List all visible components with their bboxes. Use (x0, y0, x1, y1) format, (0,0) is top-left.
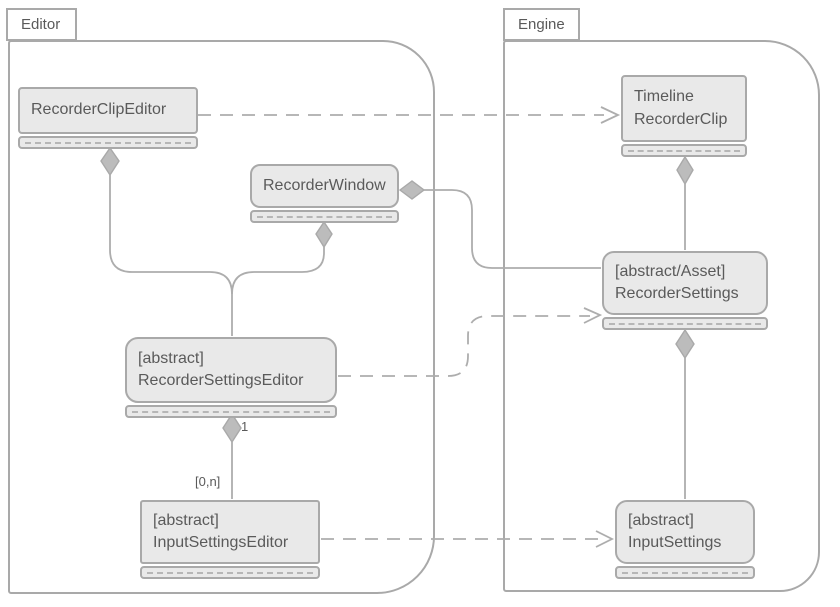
class-name-line: RecorderClipEditor (31, 101, 167, 119)
compartment-divider (147, 571, 313, 574)
compartment-divider (628, 149, 740, 152)
class-compartment (615, 566, 755, 579)
class-recorder-settings: [abstract/Asset] RecorderSettings (602, 251, 768, 330)
open-arrow-icon (600, 106, 621, 124)
class-name-line: Timeline (634, 88, 694, 106)
class-name-line: RecorderSettings (615, 285, 739, 302)
class-compartment (125, 405, 337, 418)
class-compartment (140, 566, 320, 579)
multiplicity-label-one: 1 (241, 419, 249, 434)
class-compartment (621, 144, 747, 157)
multiplicity-label-zero-n: [0,n] (195, 474, 221, 489)
class-name-line: [abstract] (138, 349, 204, 367)
class-recorder-window: RecorderWindow (250, 164, 399, 223)
compartment-divider (609, 322, 761, 325)
package-editor-frame (8, 40, 435, 594)
package-editor-tab: Editor (6, 8, 77, 41)
package-engine-label: Engine (518, 16, 565, 33)
class-name-line: RecorderClip (634, 110, 728, 128)
class-timeline-recorder-clip: Timeline RecorderClip (621, 75, 747, 157)
package-engine-tab: Engine (503, 8, 580, 41)
class-name-line: [abstract] (628, 511, 694, 529)
class-name-line: InputSettingsEditor (153, 534, 289, 551)
open-arrow-icon (595, 530, 615, 548)
composition-diamond-icon (675, 328, 695, 360)
compartment-divider (257, 215, 392, 218)
class-compartment (18, 136, 198, 149)
class-name-line: InputSettings (628, 534, 722, 551)
composition-diamond-icon (100, 146, 120, 177)
class-name-line: RecorderWindow (263, 176, 386, 194)
class-recorder-settings-editor: [abstract] RecorderSettingsEditor (125, 337, 337, 418)
composition-line-clipeditor-to-settingseditor (109, 173, 233, 336)
composition-line-window-to-settingseditor (231, 245, 325, 295)
composition-diamond-icon (222, 412, 242, 444)
compartment-divider (622, 571, 748, 574)
class-recorder-clip-editor: RecorderClipEditor (18, 87, 198, 149)
compartment-divider (25, 141, 191, 144)
composition-line-window-to-recordersettings (424, 189, 601, 269)
compartment-divider (132, 410, 330, 413)
class-name-line: [abstract] (153, 511, 219, 529)
class-name-line: [abstract/Asset] (615, 262, 726, 280)
class-compartment (250, 210, 399, 223)
class-name-line: RecorderSettingsEditor (138, 372, 304, 389)
package-editor-label: Editor (21, 16, 61, 33)
class-input-settings-editor: [abstract] InputSettingsEditor (140, 500, 320, 579)
class-compartment (602, 317, 768, 330)
composition-diamond-icon (398, 180, 426, 200)
dependency-line-settingseditor-to-recordersettings (338, 315, 590, 377)
class-input-settings: [abstract] InputSettings (615, 500, 755, 579)
open-arrow-icon (583, 307, 603, 324)
composition-diamond-icon (315, 220, 333, 249)
composition-diamond-icon (676, 155, 694, 186)
